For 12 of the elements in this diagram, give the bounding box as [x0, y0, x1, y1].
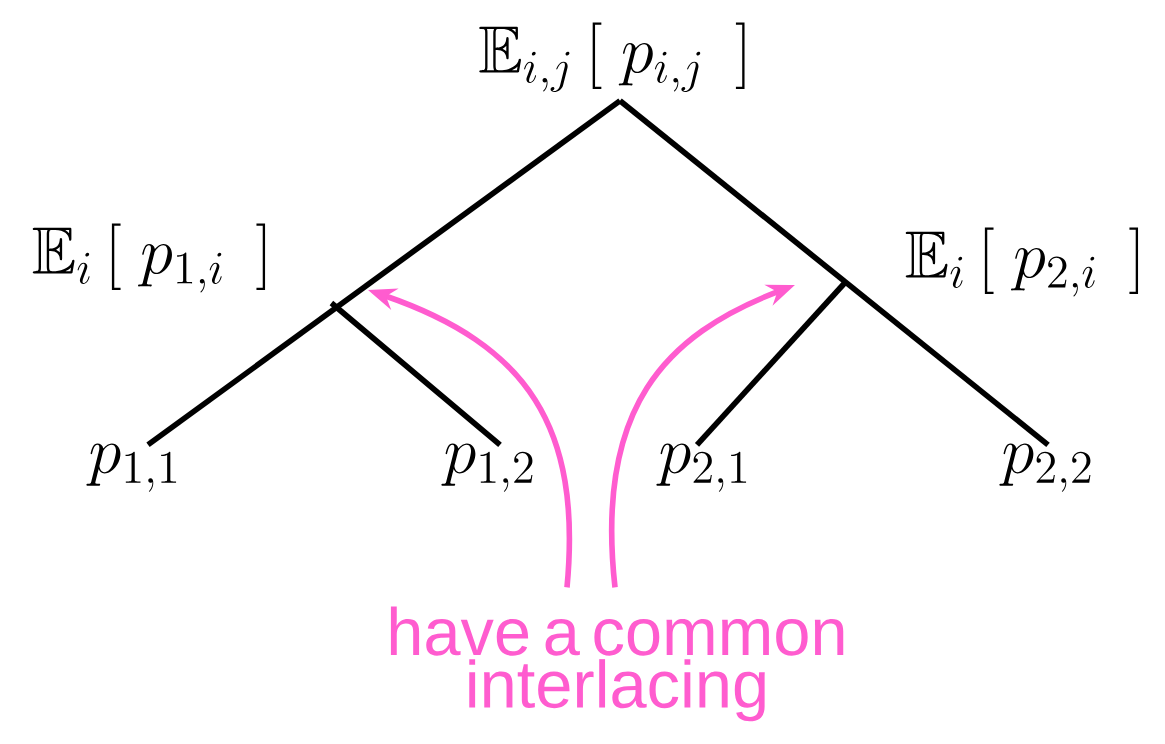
tree-line — [694, 280, 848, 447]
math-label: $p_{2,1}$ — [656, 443, 747, 492]
math-label: $p_{1,2}$ — [441, 443, 533, 492]
math-label: $p_{1,1}$ — [86, 443, 177, 492]
math-label: $p_{2,2}$ — [999, 443, 1091, 492]
math-label: $\mathbb{E}_{i,j}\,[\; p_{i,j}\;\, ]$ — [479, 22, 745, 92]
annotation-text: have a common interlacing — [390, 606, 844, 722]
tree-line — [618, 98, 1050, 448]
math-label: $\mathbb{E}_{i}\,[\; p_{2,i}\;\, ]$ — [905, 227, 1139, 297]
tree-line — [146, 98, 622, 448]
math-label: $\mathbb{E}_{i}\,[\; p_{1,i}\;\, ]$ — [32, 223, 266, 293]
tree-line — [329, 300, 502, 447]
